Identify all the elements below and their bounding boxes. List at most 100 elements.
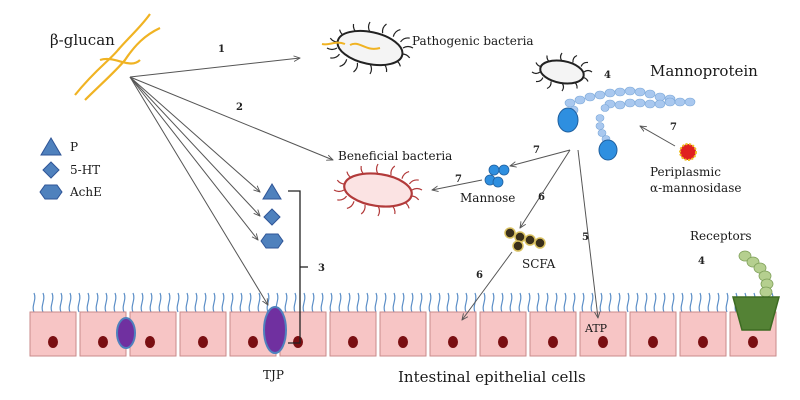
receptor bbox=[732, 250, 780, 331]
villus bbox=[230, 292, 234, 313]
epithelial-cell bbox=[379, 311, 427, 357]
villus bbox=[239, 292, 243, 313]
villus bbox=[59, 292, 63, 313]
villus bbox=[572, 292, 576, 313]
villus bbox=[518, 292, 522, 313]
mannoprotein-core bbox=[598, 139, 618, 161]
flagellum bbox=[367, 21, 371, 33]
villus bbox=[140, 292, 144, 313]
mannoprotein-label: Mannoprotein bbox=[650, 62, 758, 80]
villus bbox=[356, 292, 360, 313]
receptor-cup bbox=[732, 296, 780, 331]
flagellum bbox=[392, 29, 401, 37]
villus bbox=[257, 292, 261, 313]
villus bbox=[338, 292, 342, 313]
flagellum bbox=[333, 189, 345, 193]
cell-nucleus bbox=[498, 336, 508, 348]
flagellum bbox=[369, 63, 373, 75]
villus bbox=[662, 292, 666, 313]
flagellum bbox=[580, 61, 589, 67]
mannose-cluster bbox=[484, 164, 510, 188]
epithelial-cell bbox=[679, 311, 727, 357]
pathogenic-bacteria-label: Pathogenic bacteria bbox=[412, 34, 534, 48]
flagellum bbox=[390, 165, 396, 176]
villus bbox=[104, 292, 108, 313]
villus bbox=[149, 292, 153, 313]
legend-label-ache: AchE bbox=[69, 185, 102, 199]
tjp-small bbox=[116, 317, 136, 349]
flagellum bbox=[353, 62, 359, 73]
villus bbox=[221, 292, 225, 313]
villus bbox=[86, 292, 90, 313]
cell-nucleus bbox=[398, 336, 408, 348]
step-4-receptor: 4 bbox=[698, 256, 705, 267]
legend: P 5-HT AchE bbox=[39, 137, 102, 200]
epithelial-cell bbox=[129, 311, 177, 357]
intestinal-cells-label: Intestinal epithelial cells bbox=[398, 368, 586, 386]
hexagon-icon bbox=[260, 233, 284, 249]
mannosidase-label: α-mannosidase bbox=[650, 181, 741, 195]
villus bbox=[644, 292, 648, 313]
receptors-label: Receptors bbox=[690, 229, 752, 243]
cell-nucleus bbox=[48, 336, 58, 348]
triangle-icon bbox=[40, 137, 62, 156]
flagellum bbox=[531, 71, 541, 75]
villus bbox=[203, 292, 207, 313]
cell-nucleus bbox=[145, 336, 155, 348]
villi-row bbox=[32, 292, 774, 313]
villus bbox=[347, 292, 351, 313]
flagellum bbox=[326, 47, 338, 51]
cell-nucleus bbox=[598, 336, 608, 348]
villus bbox=[653, 292, 657, 313]
villus bbox=[401, 292, 405, 313]
step-3: 3 bbox=[318, 263, 325, 274]
step-5: 5 bbox=[582, 232, 589, 243]
step-6-bottom: 6 bbox=[476, 270, 483, 281]
cell-nucleus bbox=[698, 336, 708, 348]
epithelial-cell-layer bbox=[29, 311, 777, 357]
villus bbox=[320, 292, 324, 313]
cell-nucleus bbox=[248, 336, 258, 348]
epithelial-cell bbox=[479, 311, 527, 357]
villus bbox=[599, 292, 603, 313]
villus bbox=[32, 292, 36, 313]
beta-glucan-label: β-glucan bbox=[50, 31, 115, 49]
hexagon-icon bbox=[39, 184, 63, 200]
mannoprotein-chains bbox=[564, 86, 696, 143]
flagellum bbox=[377, 205, 381, 217]
villus bbox=[527, 292, 531, 313]
epithelial-cell bbox=[629, 311, 677, 357]
villus bbox=[365, 292, 369, 313]
villus bbox=[131, 292, 135, 313]
step-6-top: 6 bbox=[538, 192, 545, 203]
mannose-label: Mannose bbox=[460, 191, 515, 205]
flagellum bbox=[411, 187, 423, 191]
villus bbox=[212, 292, 216, 313]
villus bbox=[410, 292, 414, 313]
cell-nucleus bbox=[548, 336, 558, 348]
beta-glucan-strands bbox=[74, 13, 161, 101]
scfa-particles bbox=[504, 227, 546, 252]
villus bbox=[383, 292, 387, 313]
villus bbox=[419, 292, 423, 313]
step-1: 1 bbox=[218, 44, 225, 55]
cell-nucleus bbox=[748, 336, 758, 348]
villus bbox=[113, 292, 117, 313]
pathogenic-bacteria bbox=[321, 21, 414, 75]
villus bbox=[680, 292, 684, 313]
step-7-enzyme: 7 bbox=[670, 122, 677, 133]
flagellum bbox=[572, 54, 578, 63]
villus bbox=[725, 292, 729, 313]
villus bbox=[284, 292, 288, 313]
flagellum bbox=[360, 204, 366, 215]
villus bbox=[608, 292, 612, 313]
villus bbox=[482, 292, 486, 313]
cell-nucleus bbox=[198, 336, 208, 348]
villus bbox=[626, 292, 630, 313]
epithelial-cell bbox=[579, 311, 627, 357]
villus bbox=[500, 292, 504, 313]
epithelial-cell bbox=[329, 311, 377, 357]
triangle-icon bbox=[262, 183, 282, 200]
mannoprotein-core bbox=[557, 107, 579, 133]
villus bbox=[77, 292, 81, 313]
